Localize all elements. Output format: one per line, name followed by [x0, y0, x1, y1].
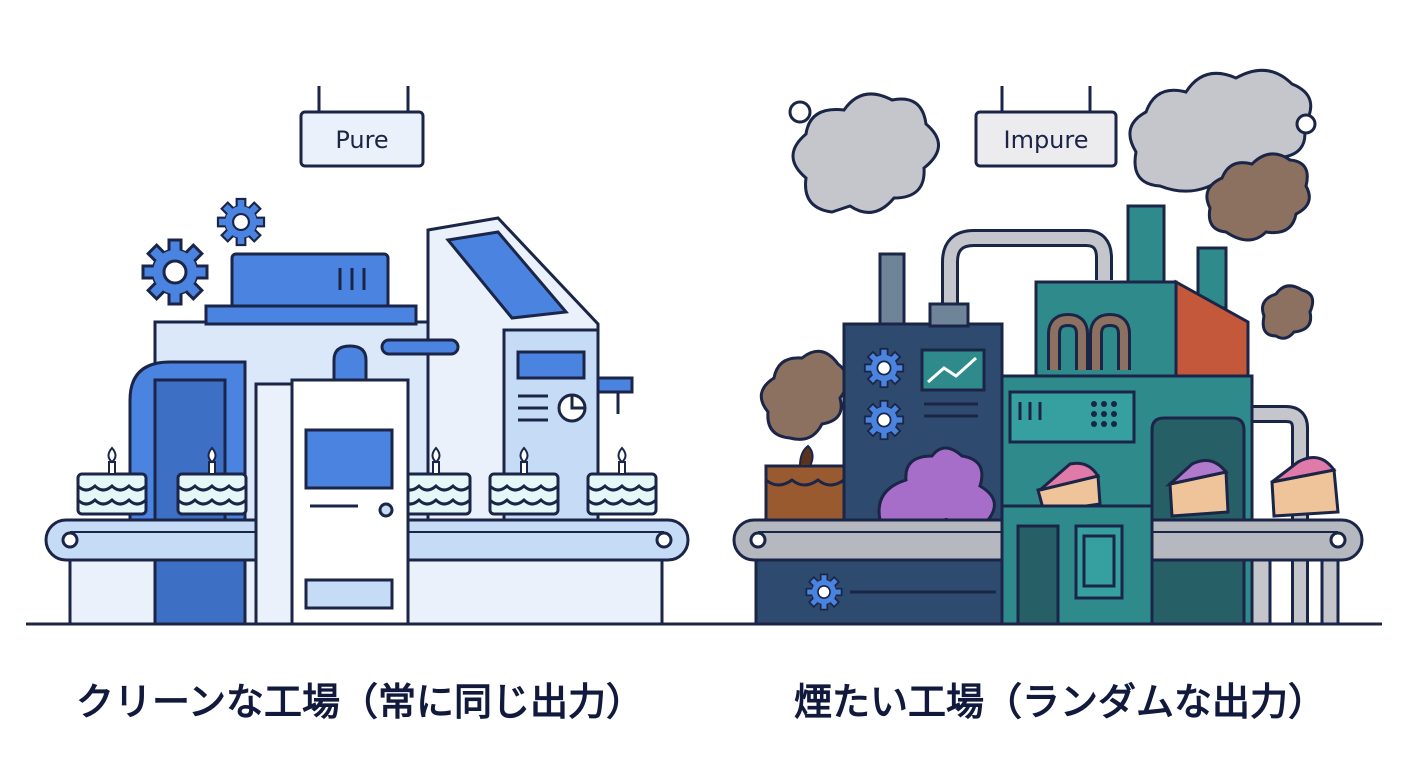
pure-factory: Pure	[44, 86, 690, 626]
pure-sign: Pure	[299, 86, 425, 168]
impure-factory: Impure	[732, 68, 1364, 626]
chart-line-icon	[927, 356, 978, 384]
impure-sign: Impure	[974, 86, 1118, 168]
impure-factory-caption: 煙たい工場（ランダムな出力）	[793, 680, 1326, 724]
cake-slice-icon	[1270, 456, 1340, 518]
impure-sign-label: Impure	[1003, 126, 1088, 154]
smoke-cloud-icon	[759, 152, 1315, 441]
smoke-cloud-icon	[788, 92, 940, 214]
gear-icon	[863, 399, 905, 441]
pure-factory-caption: クリーンな工場（常に同じ出力）	[75, 680, 645, 724]
gear-icon	[863, 347, 905, 389]
gear-icon	[805, 573, 843, 611]
pure-sign-label: Pure	[335, 126, 388, 154]
burnt-cake-icon	[764, 444, 846, 526]
cake-slice-icon	[1164, 458, 1230, 518]
gear-icon	[216, 197, 266, 247]
gear-icon	[141, 238, 209, 306]
